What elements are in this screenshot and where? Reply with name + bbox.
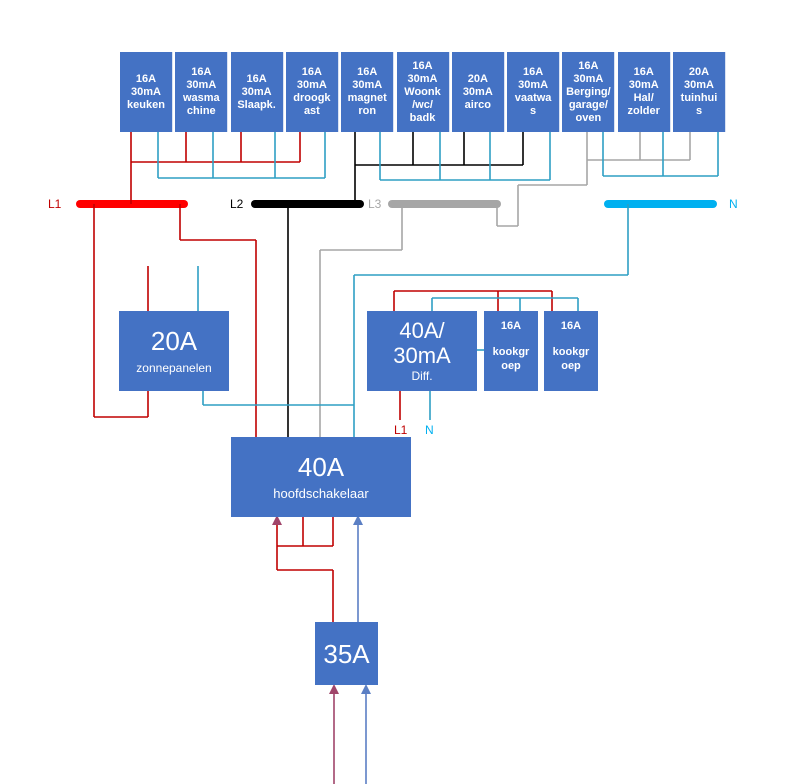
breaker-rcd: 30mA (131, 85, 161, 98)
fuse-to-switch-l-wires (276, 516, 334, 622)
l2-group-wires (354, 132, 524, 204)
supply-n-arrow (361, 684, 371, 694)
l1-group-wires (130, 132, 301, 204)
kookgroep-breaker-1: 16A kookgr oep (484, 311, 538, 391)
breaker-rcd: 30mA (407, 72, 438, 85)
breaker-amp: 16A (412, 59, 433, 72)
breaker-rcd: 30mA (186, 79, 217, 91)
main-switch-label: hoofdschakelaar (273, 486, 369, 501)
breaker-label: Slaapk. (237, 98, 276, 111)
breaker-rcd: 30mA (684, 79, 714, 91)
breaker-rcd: 30mA (462, 85, 493, 98)
breaker-label: droogk ast (293, 92, 331, 117)
l1-rail-label: L1 (48, 197, 62, 211)
diff-out-n-label: N (425, 423, 434, 437)
breaker-rcd: 30mA (352, 79, 383, 91)
solar-label: zonnepanelen (136, 361, 212, 375)
n-group-wires-right (602, 132, 719, 177)
breaker-label: magnet ron (347, 92, 387, 117)
breaker-rcd: 30mA (241, 85, 272, 98)
kookgroep-2-amp: 16A (560, 320, 582, 332)
breaker-amp: 16A (523, 66, 544, 78)
main-switch: 40A hoofdschakelaar (231, 437, 411, 517)
kookgroep-1-label: kookgr oep (492, 346, 530, 372)
main-switch-amp: 40A (297, 452, 345, 482)
breaker-rcd: 30mA (296, 79, 327, 91)
solar-amp: 20A (150, 326, 198, 356)
breaker-amp: 16A (578, 59, 599, 72)
switch-n-arrow (353, 515, 363, 525)
kookgroep-2-label: kookgr oep (552, 346, 590, 372)
n-group-wires-mid (379, 132, 551, 181)
breaker-amp: 20A (467, 72, 488, 85)
breaker-rcd: 30mA (518, 79, 549, 91)
l3-rail-label: L3 (368, 197, 382, 211)
breaker-rcd: 30mA (628, 79, 659, 91)
l3-feed-wire (319, 204, 403, 437)
breaker-label: wasma chine (182, 92, 220, 117)
breaker-label: keuken (127, 98, 165, 111)
breaker-label: airco (464, 98, 491, 111)
breaker-label: vaatwa s (514, 92, 552, 117)
n-feed-wire (197, 204, 629, 437)
breaker-amp: 16A (191, 66, 212, 78)
breaker-amp: 16A (301, 66, 322, 78)
kookgroep-breaker-2: 16A kookgr oep (544, 311, 598, 391)
diff-out-l1-label: L1 (394, 423, 408, 437)
breaker-label: Woonk /wc/ badk (404, 85, 441, 124)
diff-label: Diff. (411, 369, 433, 383)
supply-l-arrow (329, 684, 339, 694)
breaker-label: Berging/ garage/ oven (566, 85, 611, 124)
breaker-rcd: 30mA (573, 72, 604, 85)
switch-l-arrow (272, 515, 282, 525)
diff-amp: 40A/ 30mA (393, 318, 451, 368)
breaker-label: Hal/ zolder (627, 92, 660, 117)
l2-rail-label: L2 (230, 197, 244, 211)
breaker-amp: 20A (688, 66, 710, 78)
breaker-amp: 16A (246, 72, 267, 85)
breaker-amp: 16A (633, 66, 654, 78)
breaker-amp: 16A (135, 72, 157, 85)
kookgroep-1-amp: 16A (500, 320, 522, 332)
n-rail-label: N (729, 197, 738, 211)
l1-feed-wires (93, 204, 257, 437)
l3-group-wires (496, 132, 691, 227)
kookgroep-l1-wires (393, 290, 553, 420)
main-fuse: 35A (315, 622, 378, 685)
breaker-label: tuinhui s (680, 92, 718, 117)
main-fuse-amp: 35A (323, 638, 370, 669)
n-group-wires-left (157, 132, 326, 179)
breaker-amp: 16A (357, 66, 378, 78)
diff-breaker: 40A/ 30mA Diff. (367, 311, 477, 391)
solar-breaker: 20A zonnepanelen (119, 311, 229, 391)
